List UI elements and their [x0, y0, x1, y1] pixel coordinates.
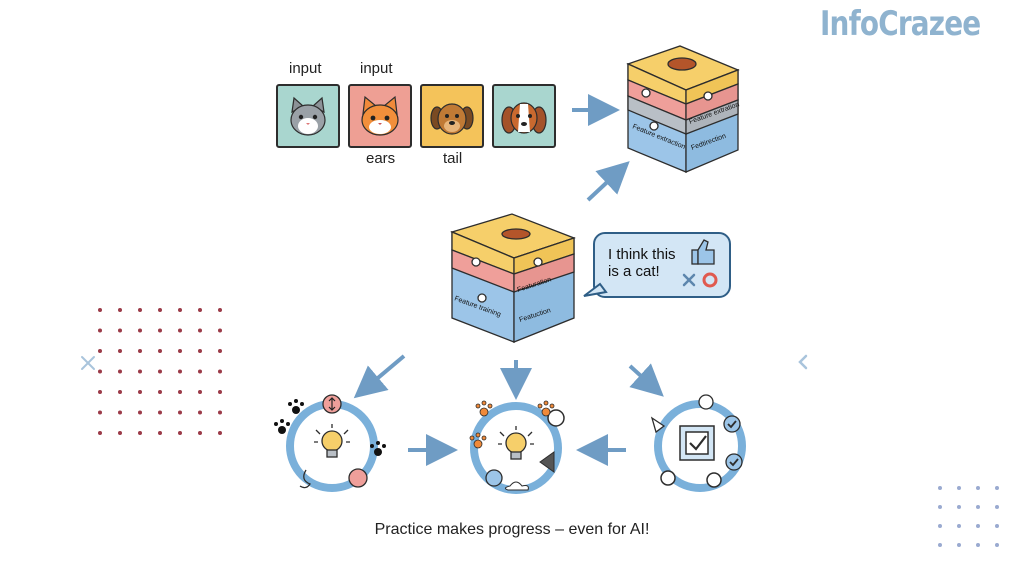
x-mark-icon — [682, 273, 696, 287]
decor-dot — [976, 505, 980, 509]
decor-dot — [98, 369, 102, 374]
decor-dot — [976, 486, 980, 490]
decor-dot — [938, 486, 942, 490]
decor-dot — [938, 524, 942, 528]
decor-dot — [138, 369, 142, 374]
dot-grid-right — [938, 486, 999, 547]
decor-dot — [198, 410, 202, 415]
speech-bubble-text: I think this is a cat! — [608, 246, 676, 280]
decor-dot — [218, 410, 222, 415]
decor-dot — [218, 349, 222, 353]
decor-dot — [198, 308, 202, 312]
arrow-center-to-right-cycle — [628, 363, 664, 397]
decor-dot — [158, 349, 162, 353]
decor-x-icon — [81, 356, 95, 370]
decor-dot — [138, 328, 142, 333]
decor-dot — [98, 410, 102, 415]
decor-dot — [957, 505, 961, 509]
decor-dot — [218, 431, 222, 435]
decor-dot — [118, 431, 122, 435]
checkbox-icon — [679, 425, 715, 461]
caption: Practice makes progress – even for AI! — [374, 521, 650, 538]
decor-dot — [995, 543, 999, 547]
paw-icon — [274, 399, 386, 456]
decor-dot — [98, 431, 102, 435]
decor-dot — [158, 390, 162, 394]
decor-dot — [138, 349, 142, 353]
decor-dot — [938, 505, 942, 509]
decor-dot — [158, 328, 162, 333]
right-learning-cycle — [650, 394, 746, 492]
lightbulb-icon — [498, 426, 534, 460]
beagle-face-icon — [501, 102, 547, 134]
brand-logo: InfoCrazee — [820, 4, 981, 44]
thumbs-up-icon — [691, 239, 715, 265]
decor-dot — [98, 349, 102, 353]
decor-dot — [98, 390, 102, 394]
paw-icon — [469, 400, 555, 449]
dot-grid-left — [98, 308, 222, 435]
decor-dot — [178, 349, 182, 353]
decor-dot — [957, 524, 961, 528]
lightbulb-icon — [314, 424, 350, 458]
puppy-face-icon — [430, 103, 474, 135]
decor-dot — [198, 328, 202, 333]
circle-mark-icon — [702, 272, 718, 288]
decor-dot — [198, 431, 202, 435]
decor-dot — [218, 308, 222, 312]
label-tail: tail — [443, 150, 463, 167]
middle-learning-cycle — [470, 402, 565, 494]
decor-dot — [178, 308, 182, 312]
decor-chevron-icon — [798, 354, 808, 370]
cat-face-icon — [290, 96, 326, 136]
decor-dot — [118, 349, 122, 353]
decor-dot — [995, 486, 999, 490]
decor-dot — [178, 390, 182, 394]
label-input-2: input — [360, 60, 393, 77]
decor-dot — [995, 505, 999, 509]
decor-dot — [178, 369, 182, 374]
decor-dot — [118, 308, 122, 312]
decor-dot — [118, 328, 122, 333]
decor-dot — [178, 431, 182, 435]
decor-dot — [98, 308, 102, 312]
decor-dot — [98, 328, 102, 333]
decor-dot — [138, 390, 142, 394]
decor-dot — [158, 431, 162, 435]
label-input-1: input — [289, 60, 322, 77]
decor-dot — [118, 369, 122, 374]
decor-dot — [118, 410, 122, 415]
decor-dot — [158, 369, 162, 374]
arrow-center-to-top-cube — [586, 161, 630, 202]
decor-dot — [158, 410, 162, 415]
decor-dot — [118, 390, 122, 394]
decor-dot — [198, 349, 202, 353]
label-ears: ears — [366, 150, 396, 167]
decor-dot — [976, 543, 980, 547]
decor-dot — [198, 369, 202, 374]
decor-dot — [158, 308, 162, 312]
speech-bubble-tail — [583, 282, 608, 297]
decor-dot — [138, 410, 142, 415]
arrow-center-to-left-cycle — [353, 354, 406, 399]
decor-dot — [976, 524, 980, 528]
center-feature-cube — [450, 213, 576, 343]
top-feature-cube — [626, 45, 740, 173]
decor-dot — [218, 328, 222, 333]
checkmark-icon — [723, 415, 743, 471]
decor-dot — [178, 328, 182, 333]
fox-cat-face-icon — [361, 95, 399, 136]
decor-dot — [957, 543, 961, 547]
decor-dot — [198, 390, 202, 394]
decor-dot — [178, 410, 182, 415]
decor-dot — [218, 390, 222, 394]
decor-dot — [218, 369, 222, 374]
decor-dot — [957, 486, 961, 490]
decor-dot — [938, 543, 942, 547]
decor-dot — [138, 308, 142, 312]
decor-dot — [995, 524, 999, 528]
decor-dot — [138, 431, 142, 435]
